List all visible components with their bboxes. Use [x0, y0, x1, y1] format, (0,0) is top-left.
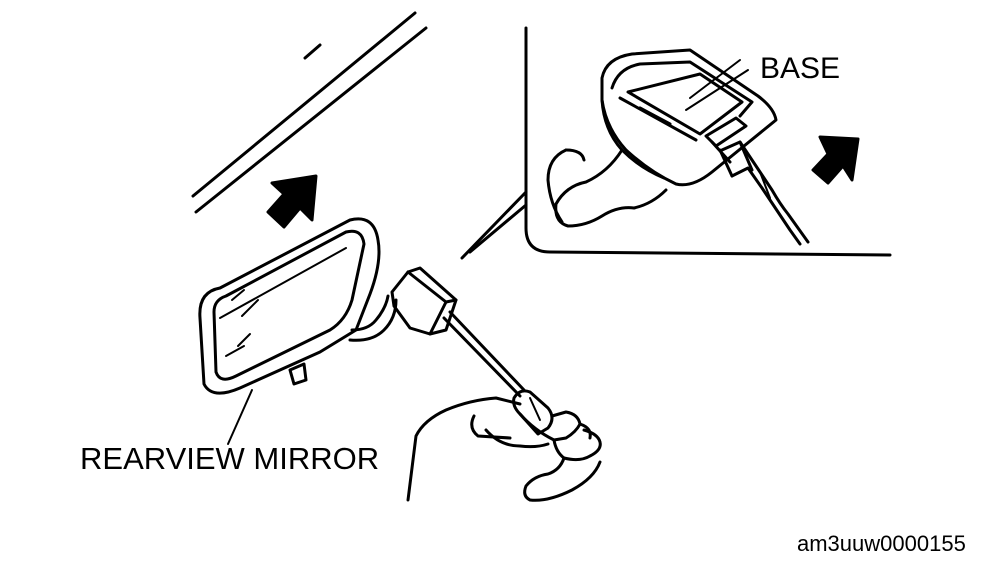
mirror-leader-line — [228, 390, 252, 444]
screwdriver-detail — [720, 142, 808, 244]
upward-arrow-icon — [268, 176, 316, 227]
detail-inset-frame — [526, 28, 890, 255]
callout-pointer — [462, 192, 526, 258]
rearview-mirror-drawing — [200, 219, 379, 393]
figure-code: am3uuw0000155 — [797, 531, 966, 556]
base-detail-drawing — [548, 50, 776, 226]
windshield-edge — [193, 13, 426, 212]
base-leader-line — [686, 70, 748, 110]
base-label: BASE — [760, 52, 841, 85]
screwdriver-and-hand-drawing — [408, 312, 600, 500]
mirror-stem-drawing — [350, 268, 456, 340]
rearview-mirror-label: REARVIEW MIRROR — [80, 441, 380, 476]
push-arrow-icon — [813, 137, 858, 183]
